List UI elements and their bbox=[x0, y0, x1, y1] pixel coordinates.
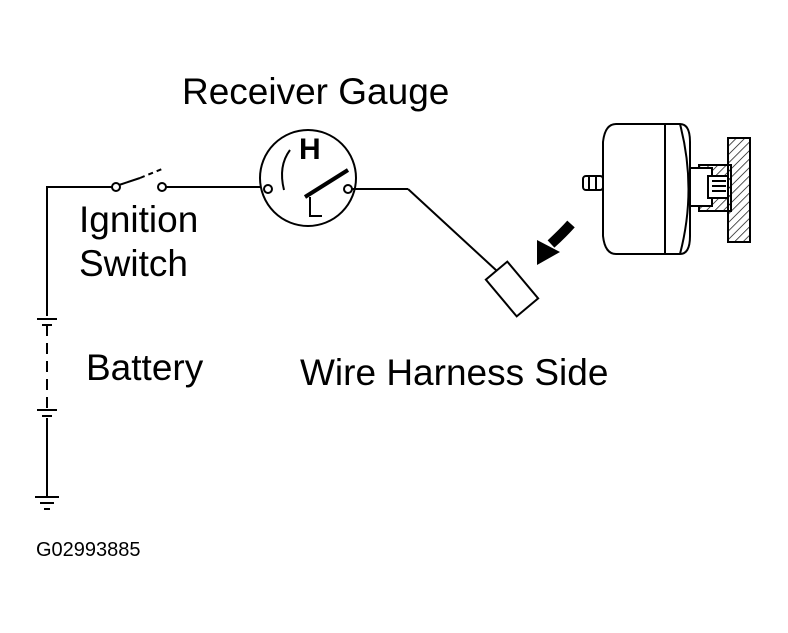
battery-symbol bbox=[37, 318, 57, 417]
circuit-wire bbox=[46, 186, 268, 497]
receiver-gauge-label: Receiver Gauge bbox=[182, 71, 450, 112]
sender-unit-illustration bbox=[582, 123, 751, 255]
wire-harness-side-label: Wire Harness Side bbox=[300, 352, 609, 393]
battery-label: Battery bbox=[86, 347, 204, 388]
figure-id: G02993885 bbox=[36, 539, 141, 561]
wire-harness-connector bbox=[484, 260, 540, 318]
ignition-switch-symbol bbox=[111, 168, 167, 192]
direction-arrow bbox=[537, 220, 575, 265]
ignition-label: Ignition bbox=[79, 199, 199, 240]
wire-harness-lead bbox=[352, 188, 498, 272]
gauge-letter: H bbox=[299, 133, 321, 166]
receiver-gauge-symbol bbox=[259, 129, 357, 227]
switch-label: Switch bbox=[79, 243, 188, 284]
ground-symbol bbox=[35, 496, 59, 510]
